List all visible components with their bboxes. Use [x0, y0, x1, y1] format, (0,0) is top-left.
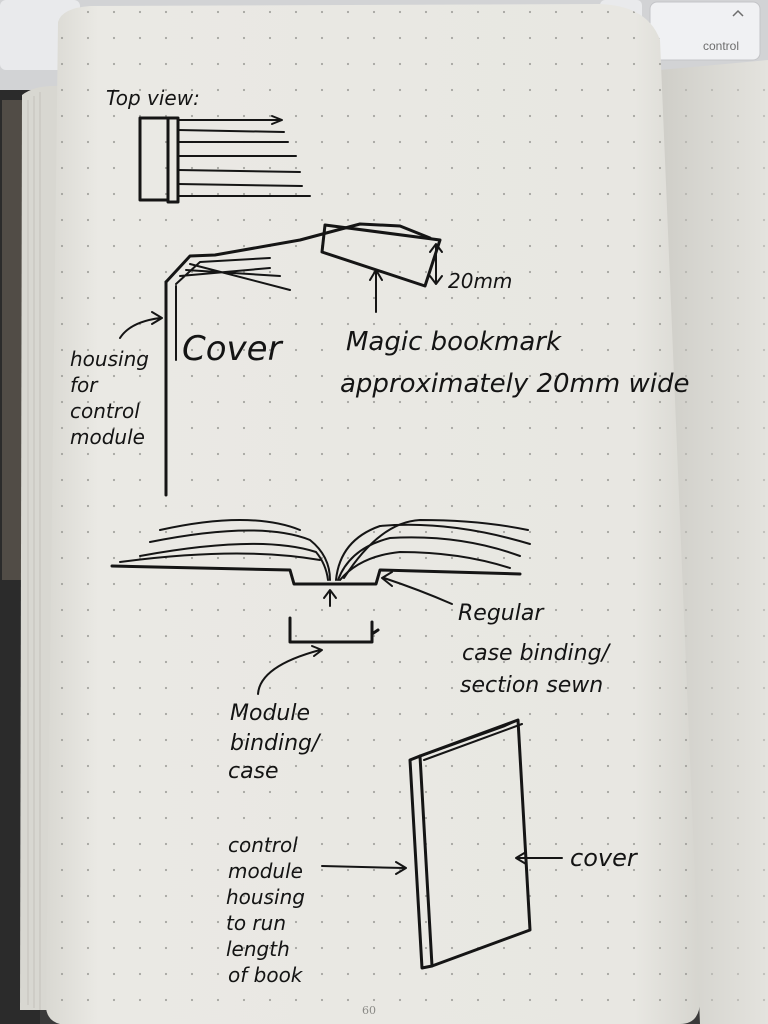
- cover-label: Cover: [182, 329, 284, 369]
- book-cover-label: cover: [570, 844, 639, 872]
- dimension-label: 20mm: [448, 269, 512, 293]
- top-view-label: Top view:: [106, 86, 200, 110]
- housing-label-line4: module: [70, 425, 145, 449]
- regular-binding-label-line3: section sewn: [460, 673, 603, 698]
- bookmark-label-line1: Magic bookmark: [346, 327, 562, 357]
- control-housing-label-line5: length: [226, 937, 290, 961]
- housing-label-line3: control: [70, 399, 140, 423]
- center-arrow: [323, 589, 337, 607]
- module-binding-case: [288, 616, 380, 644]
- module-binding-label-line3: case: [228, 759, 279, 784]
- binding-cross-section-sketch: Regular case binding/ section sewn Modul…: [110, 519, 612, 784]
- control-housing-label-line2: module: [228, 859, 303, 883]
- control-housing-label-line6: of book: [228, 963, 304, 987]
- top-view-sketch: Top view:: [106, 86, 311, 204]
- background-object: [2, 100, 24, 580]
- cover-arrow: [515, 851, 563, 865]
- control-housing-label-line3: housing: [226, 885, 305, 909]
- module-binding-arrow: [257, 645, 323, 695]
- bookmark-arrow: [369, 269, 383, 313]
- page-number: 60: [362, 1004, 376, 1017]
- housing-label-line1: housing: [70, 347, 149, 371]
- closed-book-sketch: cover control module housing to run leng…: [226, 718, 639, 987]
- housing-label-line2: for: [70, 373, 99, 397]
- housing-arrow: [119, 311, 163, 339]
- control-housing-label-line4: to run: [226, 911, 286, 935]
- case-outline: [110, 564, 522, 586]
- dimension-arrow: [429, 243, 443, 285]
- module-binding-label-line1: Module: [230, 701, 310, 726]
- regular-binding-label-line2: case binding/: [462, 641, 612, 666]
- cover-bookmark-sketch: 20mm Magic bookmark approximately 20mm w…: [70, 222, 689, 497]
- regular-binding-arrow: [381, 571, 453, 605]
- chevron-up-icon: [732, 9, 744, 17]
- control-key-label: control: [703, 39, 739, 53]
- module-binding-label-line2: binding/: [230, 731, 322, 756]
- housing-arrow-2: [321, 861, 407, 875]
- regular-binding-label-line1: Regular: [458, 601, 545, 626]
- magic-bookmark: [320, 223, 442, 288]
- bookmark-label-line2: approximately 20mm wide: [340, 369, 689, 399]
- control-housing-label-line1: control: [228, 833, 298, 857]
